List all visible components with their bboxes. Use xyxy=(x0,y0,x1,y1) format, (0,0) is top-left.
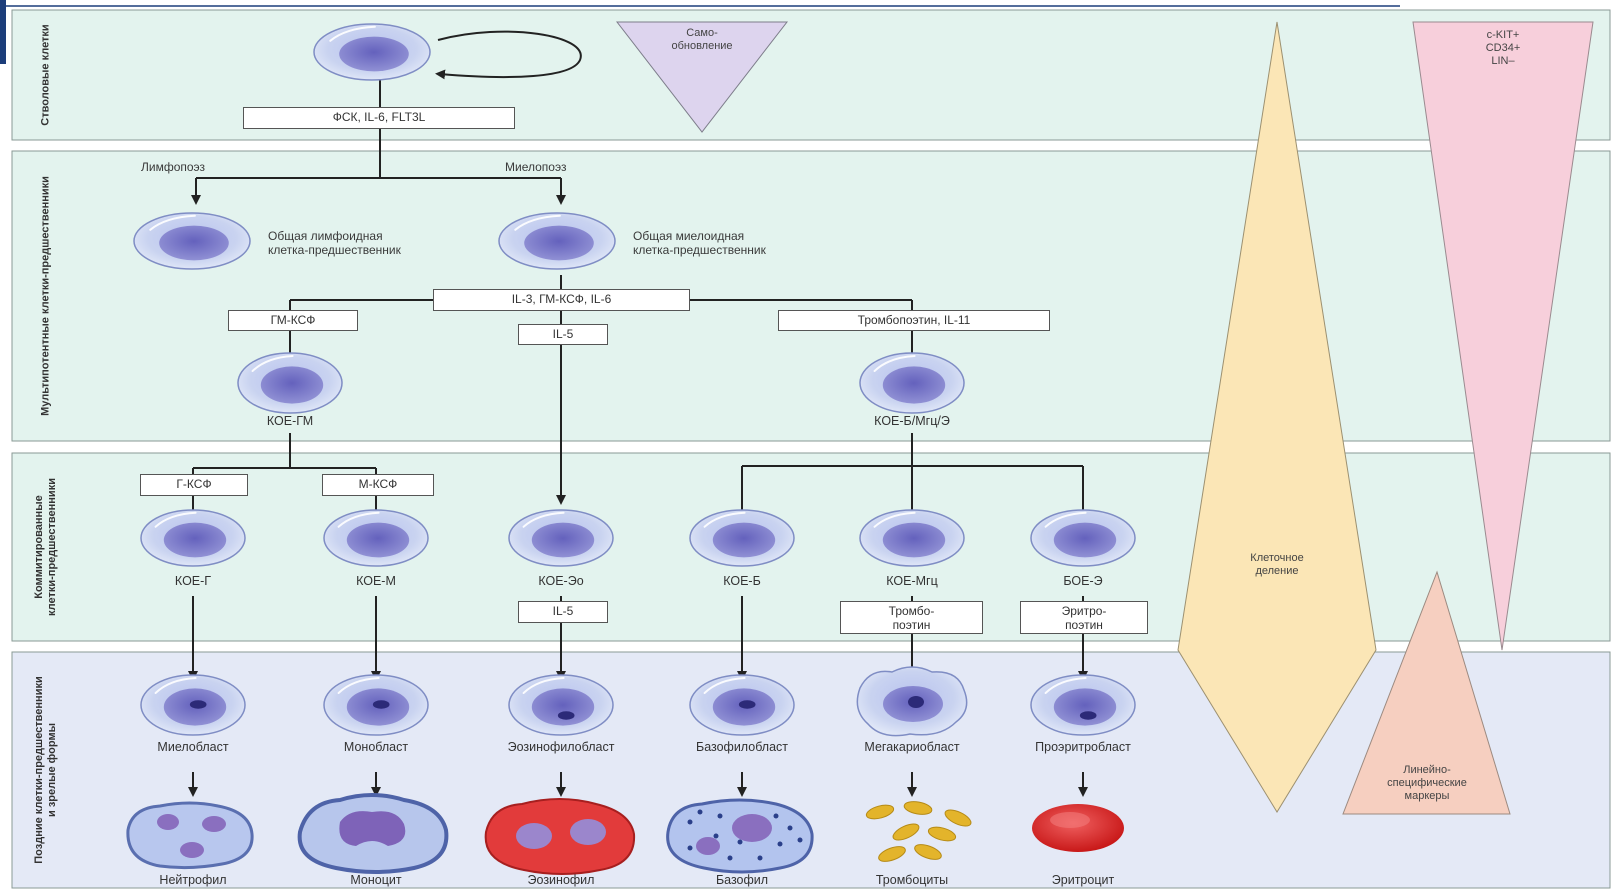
factor-box-gm-csf: ГМ-КСФ xyxy=(228,310,358,331)
committed-cell-label-3: КОЕ-Б xyxy=(723,574,761,588)
committed-cell-label-0: КОЕ-Г xyxy=(174,574,212,588)
factor-box-g-csf: Г-КСФ xyxy=(140,474,248,496)
common-myeloid-cell xyxy=(498,212,616,270)
self-renewal-triangle xyxy=(615,21,789,133)
lineage-triangle xyxy=(1342,570,1511,815)
committed-cell-1 xyxy=(323,509,429,567)
factor-box-m-csf: М-КСФ xyxy=(322,474,434,496)
committed-cell-4 xyxy=(859,509,965,567)
cfu-bmge-cell xyxy=(859,352,965,414)
committed-cell-5 xyxy=(1030,509,1136,567)
blast-cell-2 xyxy=(508,674,614,736)
committed-cell-label-5: БОЕ-Э xyxy=(1063,574,1103,588)
eosinophil-cell xyxy=(484,798,636,875)
connector-lines xyxy=(188,80,1088,797)
committed-cell-2 xyxy=(508,509,614,567)
mature-label-4: Тромбоциты xyxy=(875,873,949,887)
blast-label-2: Эозинофилобласт xyxy=(507,740,615,754)
stem-cell xyxy=(313,23,431,81)
blast-cell-5 xyxy=(1030,674,1136,736)
mature-label-3: Базофил xyxy=(715,873,769,887)
header-accent-bar xyxy=(0,0,6,64)
committed-cell-label-1: КОЕ-М xyxy=(356,574,396,588)
branch-label-lymphopoiesis: Лимфопоэз xyxy=(141,160,206,174)
zone-label-stem: Стволовые клетки xyxy=(39,24,52,126)
committed-cell-3 xyxy=(689,509,795,567)
common-lymphoid-cell xyxy=(133,212,251,270)
markers-triangle xyxy=(1412,21,1594,651)
division-triangle xyxy=(1177,21,1377,813)
blast-label-5: Проэритробласт xyxy=(1035,740,1131,754)
erythrocyte-cell xyxy=(1032,804,1124,852)
blast-cell-1 xyxy=(323,674,429,736)
factor-box-myelo-main: IL-3, ГМ-КСФ, IL-6 xyxy=(433,289,690,311)
mature-label-1: Моноцит xyxy=(350,873,402,887)
committed-cell-0 xyxy=(140,509,246,567)
self-renewal-loop-arrow xyxy=(435,30,582,80)
mature-label-0: Нейтрофил xyxy=(159,873,227,887)
mature-label-5: Эритроцит xyxy=(1051,873,1115,887)
factor-box-il5-bottom: IL-5 xyxy=(518,601,608,623)
factor-box-stem: ФСК, IL-6, FLT3L xyxy=(243,107,515,129)
factor-box-il5-top: IL-5 xyxy=(518,324,608,345)
neutrophil-cell xyxy=(126,801,254,870)
blast-cell-4 xyxy=(856,666,968,737)
platelets-cluster xyxy=(865,801,972,862)
cfu-gm-cell xyxy=(237,352,343,414)
label-cfu-bmge: КОЕ-Б/Мгц/Э xyxy=(874,414,950,428)
basophil-cell xyxy=(666,798,814,874)
blast-cell-3 xyxy=(689,674,795,736)
label-cfu-gm: КОЕ-ГМ xyxy=(266,414,314,428)
blast-label-0: Миелобласт xyxy=(157,740,229,754)
zone-label-multipotent: Мультипотентные клетки-предшественники xyxy=(39,176,52,416)
committed-cell-label-2: КОЕ-Эо xyxy=(538,574,584,588)
committed-cell-label-4: КОЕ-Мгц xyxy=(886,574,938,588)
mature-label-2: Эозинофил xyxy=(527,873,595,887)
self-renewal-label: Само-обновление xyxy=(671,27,733,52)
factor-box-thrombo-il11: Тромбопоэтин, IL-11 xyxy=(778,310,1050,331)
blast-label-4: Мегакариобласт xyxy=(864,740,960,754)
blast-cell-0 xyxy=(140,674,246,736)
branch-label-myelopoiesis: Миелопоэз xyxy=(505,160,567,174)
blast-label-1: Монобласт xyxy=(343,740,409,754)
mature-cells-layer xyxy=(126,793,1124,875)
blast-label-3: Базофилобласт xyxy=(695,740,789,754)
cells-layer xyxy=(133,23,1136,737)
factor-box-erythropoietin: Эритро-поэтин xyxy=(1020,601,1148,634)
markers-label: c-KIT+CD34+LIN– xyxy=(1485,29,1521,67)
factor-box-thrombopoietin: Тромбо-поэтин xyxy=(840,601,983,634)
monocyte-cell xyxy=(297,793,449,874)
